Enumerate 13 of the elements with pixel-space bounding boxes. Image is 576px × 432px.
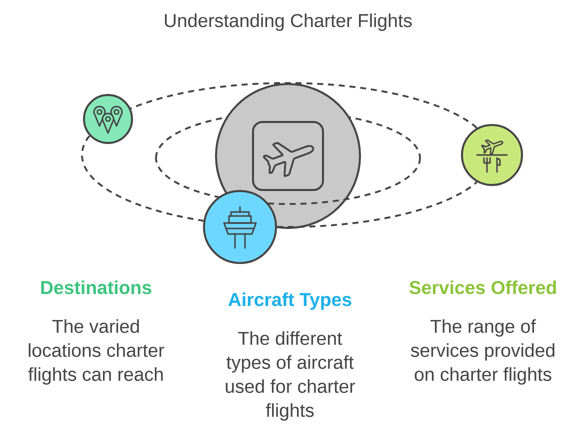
circle <box>83 94 133 144</box>
dashed-orbit <box>81 135 204 222</box>
circle <box>461 124 523 186</box>
heading: Aircraft Types <box>228 292 352 310</box>
description: The range of services provided on charter flights <box>410 319 554 385</box>
circle <box>203 190 277 264</box>
description: The varied locations charter flights can reach <box>28 319 164 385</box>
title: Understanding Charter Flights <box>164 13 412 31</box>
dashed-orbit <box>277 181 478 228</box>
heading: Destinations <box>41 280 152 294</box>
dashed-orbit <box>130 82 478 129</box>
heading: Services Offered <box>409 280 556 294</box>
description: The different types of aircraft used for charter flights <box>226 331 356 421</box>
